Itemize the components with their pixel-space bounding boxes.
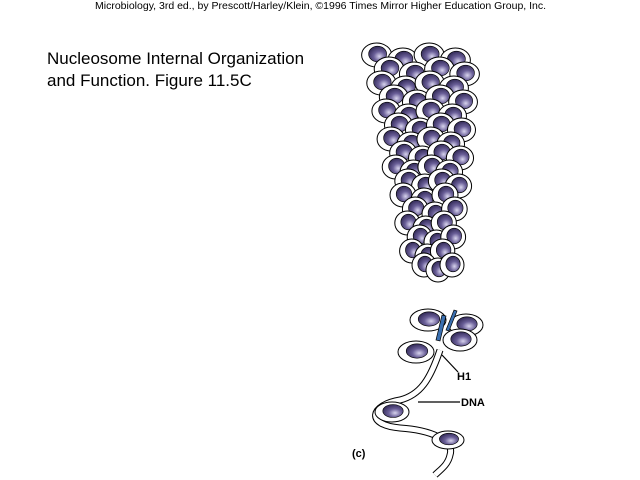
nucleosome <box>409 308 447 332</box>
nucleosome-fiber <box>361 42 484 450</box>
label-h1: H1 <box>457 371 471 383</box>
title-line-1: Nucleosome Internal Organization <box>47 49 305 68</box>
panel-label: (c) <box>352 448 366 460</box>
h1-leader-line <box>441 354 459 373</box>
nucleosome <box>374 401 410 423</box>
slide-title: Nucleosome Internal Organization and Fun… <box>47 48 304 92</box>
h1-histone <box>435 309 458 342</box>
nucleosome <box>442 328 478 352</box>
nucleosome <box>439 252 465 278</box>
title-line-2: and Function. Figure 11.5C <box>47 71 252 90</box>
copyright-credit: Microbiology, 3rd ed., by Prescott/Harle… <box>95 0 547 12</box>
nucleosome <box>431 430 465 450</box>
label-dna: DNA <box>461 397 485 409</box>
nucleosome <box>444 173 473 199</box>
nucleosome <box>397 340 435 364</box>
